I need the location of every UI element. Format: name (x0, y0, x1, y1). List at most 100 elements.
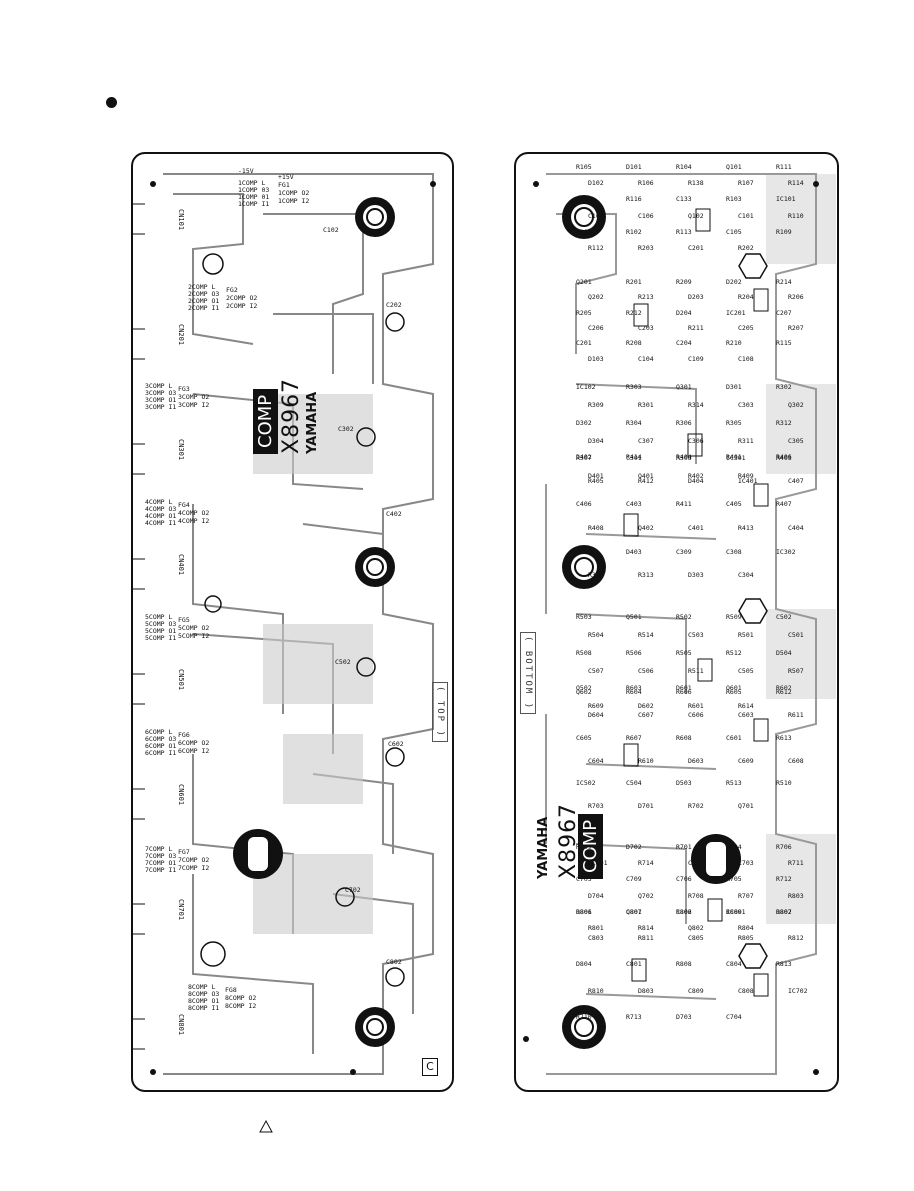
component-designator: R804 (738, 923, 754, 932)
component-designator: C203 (638, 324, 654, 332)
caution-triangle-icon (259, 1120, 273, 1133)
component-designator: C704 (726, 1012, 742, 1021)
component-designator: D703 (676, 1012, 692, 1021)
component-designator: Q402 (638, 524, 654, 532)
comp-label: 2COMP L (188, 283, 216, 291)
component-designator: R210 (726, 339, 742, 348)
component-designator: R603 (626, 684, 642, 693)
component-designator: C808 (738, 986, 754, 995)
component-designator: C204 (676, 339, 692, 348)
component-designator: C506 (638, 666, 654, 675)
component-designator: R510 (776, 779, 792, 788)
component-designator: C501 (788, 630, 804, 639)
component-designator: C101 (738, 211, 754, 220)
component-designator: R104 (676, 163, 692, 171)
component-designator: R101 (576, 227, 592, 236)
component-designator: C406 (576, 500, 592, 509)
connector-label: CN501 (177, 669, 185, 691)
component-designator: R802 (676, 907, 692, 916)
component-designator: R304 (626, 418, 642, 427)
component-designator: C606 (688, 710, 704, 719)
component-designator: R406 (776, 453, 792, 461)
component-designator: R404 (676, 453, 692, 461)
comp-label: 6COMP O3 (145, 735, 177, 743)
component-designator: D802 (776, 907, 792, 916)
component-designator: C106 (638, 211, 654, 220)
comp-label: 8COMP O2 (225, 994, 257, 1002)
component-designator: Q501 (626, 613, 642, 621)
connector-label: CN101 (177, 209, 185, 231)
component-designator: Q201 (576, 278, 592, 286)
component-designator: R116 (626, 195, 642, 204)
component-designator: Q302 (788, 400, 804, 409)
component-designator: R138 (688, 179, 704, 188)
component-designator: R703 (588, 802, 604, 811)
component-designator: C306 (688, 436, 704, 445)
component-designator: D701 (638, 802, 654, 811)
component-designator: R702 (688, 802, 704, 811)
comp-label: 5COMP I2 (178, 632, 210, 640)
component-designator: C503 (688, 630, 704, 639)
component-designator: R805 (738, 934, 754, 943)
cap-label: C402 (386, 510, 402, 518)
comp-label: 4COMP O3 (145, 505, 177, 513)
component-designator: D601 (676, 684, 692, 693)
component-designator: R714 (638, 859, 654, 868)
component-designator: C701 (688, 859, 704, 868)
comp-label: 1COMP I2 (278, 197, 310, 205)
component-designator: D504 (776, 648, 792, 657)
component-designator: R504 (588, 630, 604, 639)
pcb-bottom-traces (523, 173, 836, 1075)
component-designator: R113 (676, 227, 692, 236)
comp-label: 5COMP I1 (145, 634, 177, 642)
component-designator: R610 (638, 756, 654, 765)
component-designator: R712 (776, 875, 792, 884)
component-designator: R203 (638, 243, 654, 252)
component-designator: R309 (588, 400, 604, 409)
cap-label: C802 (386, 958, 402, 966)
component-designator: R407 (776, 500, 792, 509)
component-designator: R509 (726, 613, 742, 621)
comp-label: 4COMP I1 (145, 519, 177, 527)
component-designator: R205 (576, 308, 592, 317)
comp-label: 3COMP I1 (145, 403, 177, 411)
comp-label: 1COMP I1 (238, 200, 270, 208)
fg-label: FG3 (178, 385, 190, 393)
component-designator: IC302 (776, 547, 796, 556)
comp-label: 3COMP I2 (178, 401, 210, 409)
component-designator: C404 (788, 524, 804, 532)
component-designator: C805 (688, 934, 704, 943)
component-designator: R709 (576, 843, 592, 851)
component-designator: C201 (688, 243, 704, 252)
component-designator: R214 (776, 278, 792, 286)
component-designator: R306 (676, 418, 692, 427)
component-designator: D403 (626, 547, 642, 556)
component-designator: D303 (688, 571, 704, 580)
component-designator: C403 (626, 500, 642, 509)
component-designator: R401 (726, 453, 742, 461)
component-designator: R301 (638, 400, 654, 409)
component-designator: R814 (638, 923, 654, 932)
comp-label: 2COMP O2 (226, 294, 258, 302)
component-designator: R813 (776, 960, 792, 969)
component-designator: C207 (776, 308, 792, 317)
component-designator: R513 (726, 779, 742, 788)
component-designator: Q702 (638, 891, 654, 900)
component-designator: R314 (688, 400, 704, 409)
component-designator: D803 (638, 986, 654, 995)
connector-label: CN401 (177, 554, 185, 576)
component-designator: C407 (788, 476, 804, 485)
component-designator: R803 (788, 891, 804, 900)
component-designator: R110 (788, 211, 804, 220)
comp-label: 6COMP I1 (145, 749, 177, 757)
component-designator: D301 (726, 383, 742, 391)
component-designator: R103 (726, 195, 742, 204)
comp-label: 5COMP O1 (145, 627, 177, 635)
comp-label: 5COMP O2 (178, 624, 210, 632)
component-designator: R613 (776, 733, 792, 742)
model-number: X8967 (279, 377, 304, 454)
component-designator: R204 (738, 293, 754, 302)
component-designator: D304 (588, 436, 604, 445)
component-designator: C609 (738, 756, 754, 765)
